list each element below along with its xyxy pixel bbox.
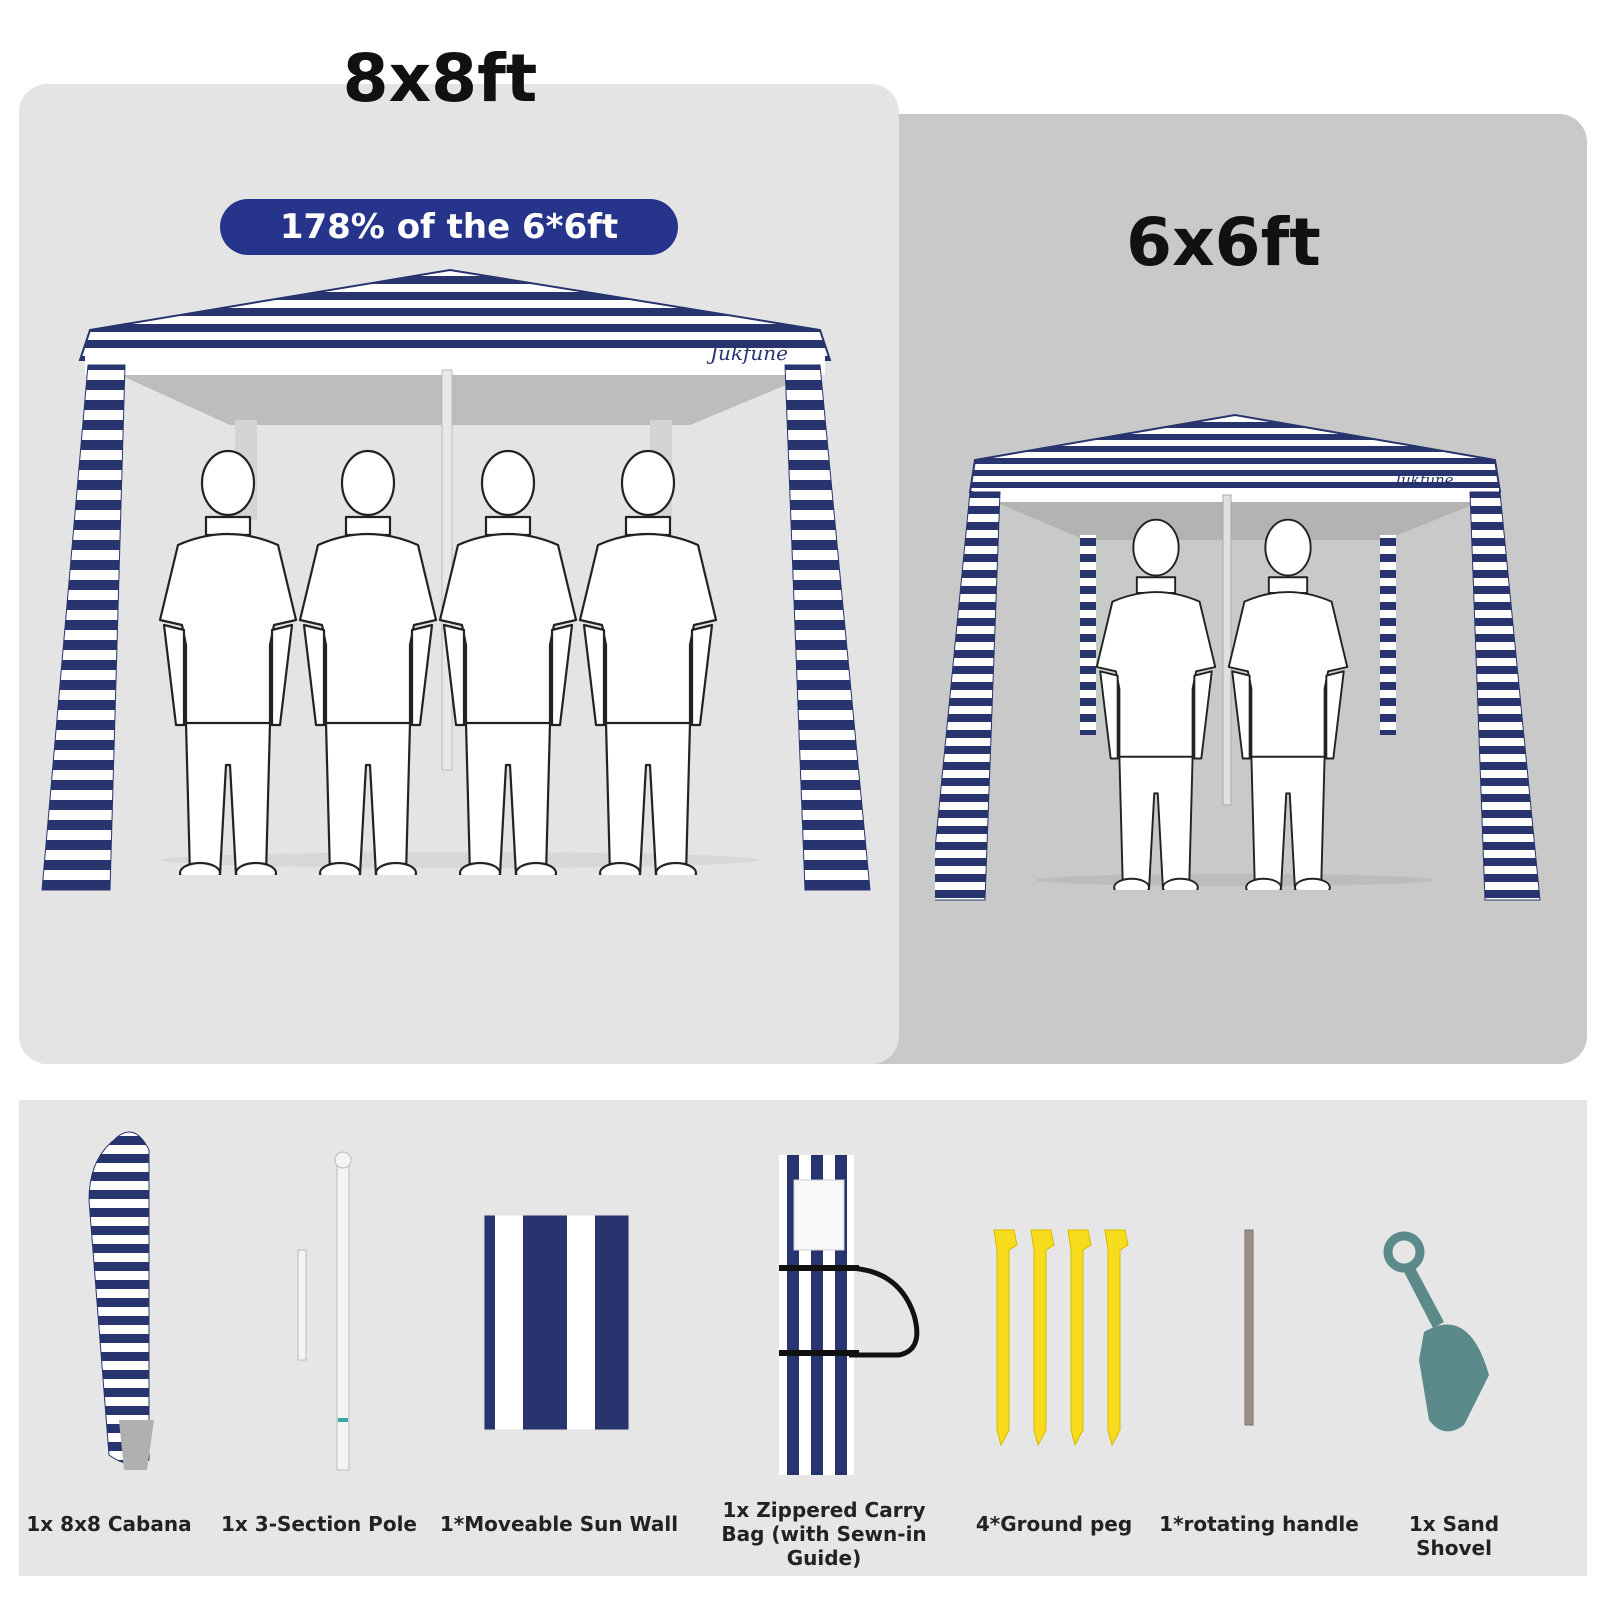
- person-silhouette: [438, 449, 578, 875]
- large-cabana-illustration: Jukfune: [41, 268, 871, 891]
- ground-peg-icon: [993, 1229, 1129, 1447]
- person-silhouette: [298, 449, 438, 875]
- sand-shovel-icon: [1383, 1231, 1489, 1432]
- accessory-label-sand-shovel: 1x Sand Shovel: [1408, 1512, 1500, 1560]
- accessory-label-cabana: 1x 8x8 Cabana: [26, 1512, 192, 1536]
- carry-bag-icon: [779, 1155, 920, 1475]
- person-silhouette: [158, 449, 298, 875]
- accessory-label-sun-wall: 1*Moveable Sun Wall: [439, 1512, 679, 1536]
- size-ratio-badge: 178% of the 6*6ft: [220, 199, 678, 255]
- person-silhouette: [1095, 518, 1217, 890]
- small-cabana-illustration: Jukfune: [935, 413, 1541, 901]
- large-size-title: 8x8ft: [342, 40, 538, 117]
- accessory-label-ground-peg: 4*Ground peg: [975, 1512, 1133, 1536]
- brand-logo: Jukfune: [1392, 471, 1454, 489]
- accessory-label-carry-bag: 1x Zippered Carry Bag (with Sewn-in Guid…: [721, 1498, 927, 1570]
- person-silhouette: [1227, 518, 1349, 890]
- small-size-title: 6x6ft: [1126, 204, 1321, 281]
- brand-logo: Jukfune: [706, 341, 788, 365]
- person-silhouette: [578, 449, 718, 875]
- sun-wall-icon: [483, 1214, 630, 1431]
- pole-icon: [297, 1151, 352, 1471]
- accessories-panel: 1x 8x8 Cabana 1x 3-Section Pole 1*Moveab…: [19, 1100, 1587, 1576]
- rotating-handle-icon: [1244, 1229, 1254, 1426]
- folded-cabana-icon: [88, 1131, 154, 1470]
- accessory-label-pole: 1x 3-Section Pole: [221, 1512, 417, 1536]
- accessory-label-rotating-handle: 1*rotating handle: [1159, 1512, 1359, 1536]
